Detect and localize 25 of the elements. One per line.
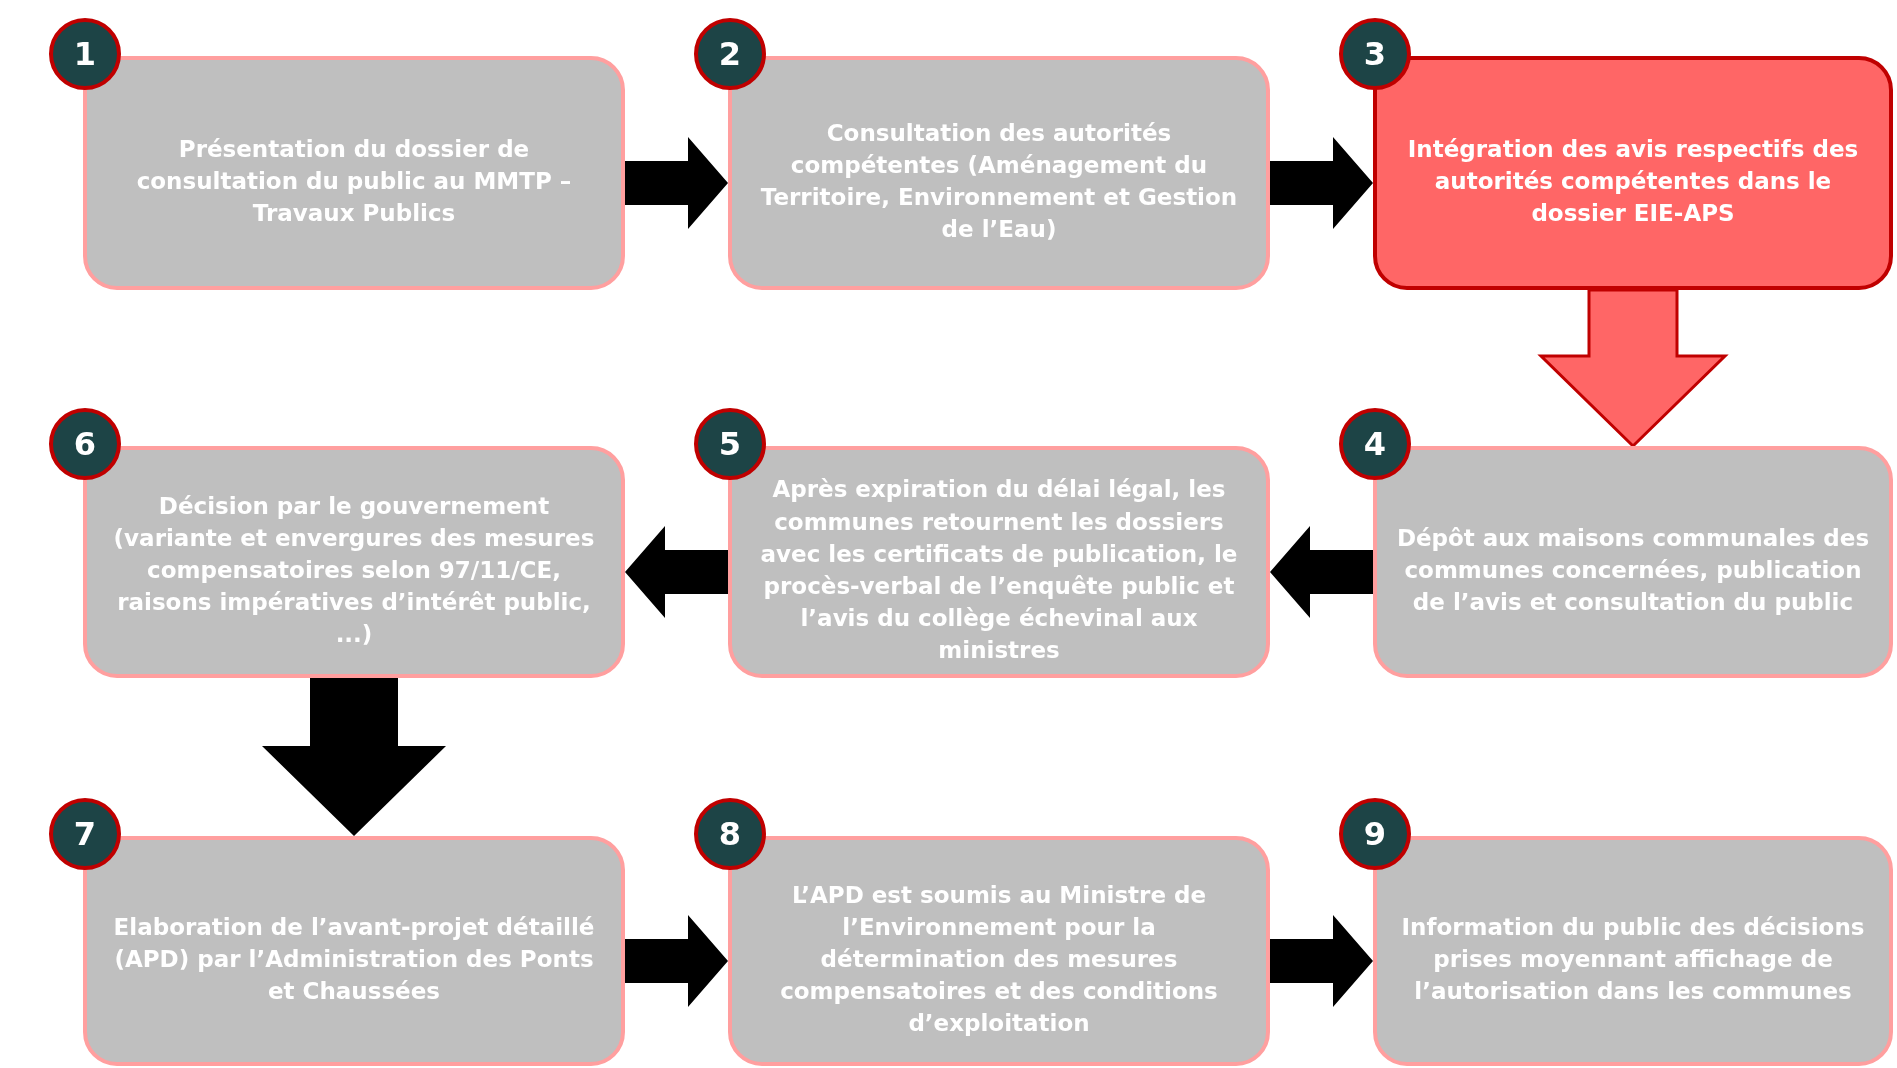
step-text: Information du public des décisions prises moyennant affichage de l’autorisation dans les communes — [1400, 912, 1866, 1007]
block-arrow — [625, 526, 728, 618]
block-arrow — [625, 137, 728, 229]
step-number-badge: 1 — [49, 18, 121, 90]
step-number-badge: 2 — [694, 18, 766, 90]
block-arrow — [625, 915, 728, 1007]
step-text: Présentation du dossier de consultation du public au MMTP – Travaux Publics — [135, 134, 573, 229]
step-number-badge: 5 — [694, 408, 766, 480]
step-text: Elaboration de l’avant-projet détaillé (APD) par l’Administration des Ponts et Chaussées — [112, 912, 596, 1007]
step-number-badge: 3 — [1339, 18, 1411, 90]
block-arrow — [1537, 288, 1729, 449]
step-number-badge: 9 — [1339, 798, 1411, 870]
block-arrow — [1270, 526, 1373, 618]
step-number-badge: 7 — [49, 798, 121, 870]
step-text: L’APD est soumis au Ministre de l’Environnement pour la détermination des mesures compensatoires et des conditions d’exploitation — [779, 880, 1219, 1039]
step-text: Consultation des autorités compétentes (Aménagement du Territoire, Environnement et Gestion de l’Eau) — [759, 118, 1239, 245]
block-arrow — [262, 678, 446, 836]
step-text: Intégration des avis respectifs des autorités compétentes dans le dossier EIE-APS — [1406, 134, 1860, 229]
step-number-badge: 6 — [49, 408, 121, 480]
step-text: Décision par le gouvernement (variante et envergures des mesures compensatoires selon 97/11/CE, raisons impératives d’intérêt public, ...) — [112, 491, 596, 650]
block-arrow — [1270, 137, 1373, 229]
step-text: Dépôt aux maisons communales des communes concernées, publication de l’avis et consultation du public — [1395, 523, 1871, 618]
step-number-badge: 8 — [694, 798, 766, 870]
step-number-badge: 4 — [1339, 408, 1411, 480]
block-arrow — [1270, 915, 1373, 1007]
